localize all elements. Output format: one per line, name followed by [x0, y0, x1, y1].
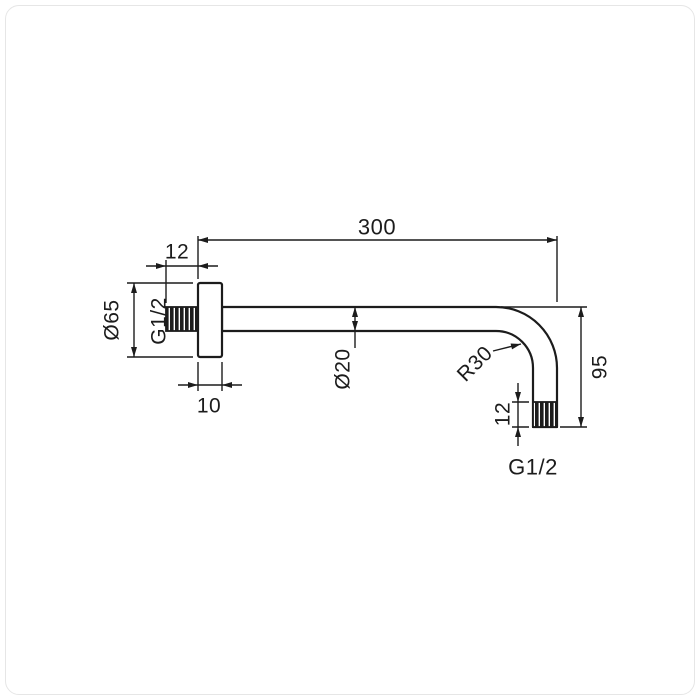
dim-outlet-thread-length: 12 — [492, 383, 529, 446]
dim-label-drop-height: 95 — [589, 355, 612, 379]
dim-flange-thickness: 10 — [178, 362, 242, 418]
outlet-thread — [532, 401, 558, 428]
dim-flange-diameter: Ø65 — [101, 282, 193, 358]
wall-thread-nipple — [165, 306, 199, 332]
dim-drop-height: 95 — [501, 306, 612, 428]
shower-arm-body — [220, 305, 559, 429]
shower-arm-object — [165, 281, 559, 429]
dim-bend-radius: R30 — [453, 342, 522, 387]
dim-label-flange-diameter: Ø65 — [101, 299, 124, 340]
dim-pipe-diameter: Ø20 — [332, 307, 358, 390]
dim-wall-thread-length: 12 — [146, 241, 218, 303]
wall-flange — [196, 281, 224, 359]
dim-label-flange-thickness: 10 — [197, 395, 221, 418]
label-outlet-thread-size: G1/2 — [508, 455, 558, 480]
dim-label-pipe-diameter: Ø20 — [332, 348, 355, 389]
label-wall-thread-size: G1/2 — [148, 297, 171, 345]
dim-label-bend-radius: R30 — [453, 342, 498, 387]
dim-label-outlet-thread-length: 12 — [492, 402, 515, 426]
dim-overall-length: 300 — [197, 215, 558, 302]
dim-label-wall-thread-length: 12 — [165, 241, 189, 264]
dim-label-overall-length: 300 — [358, 215, 396, 240]
leader-line — [492, 343, 522, 352]
